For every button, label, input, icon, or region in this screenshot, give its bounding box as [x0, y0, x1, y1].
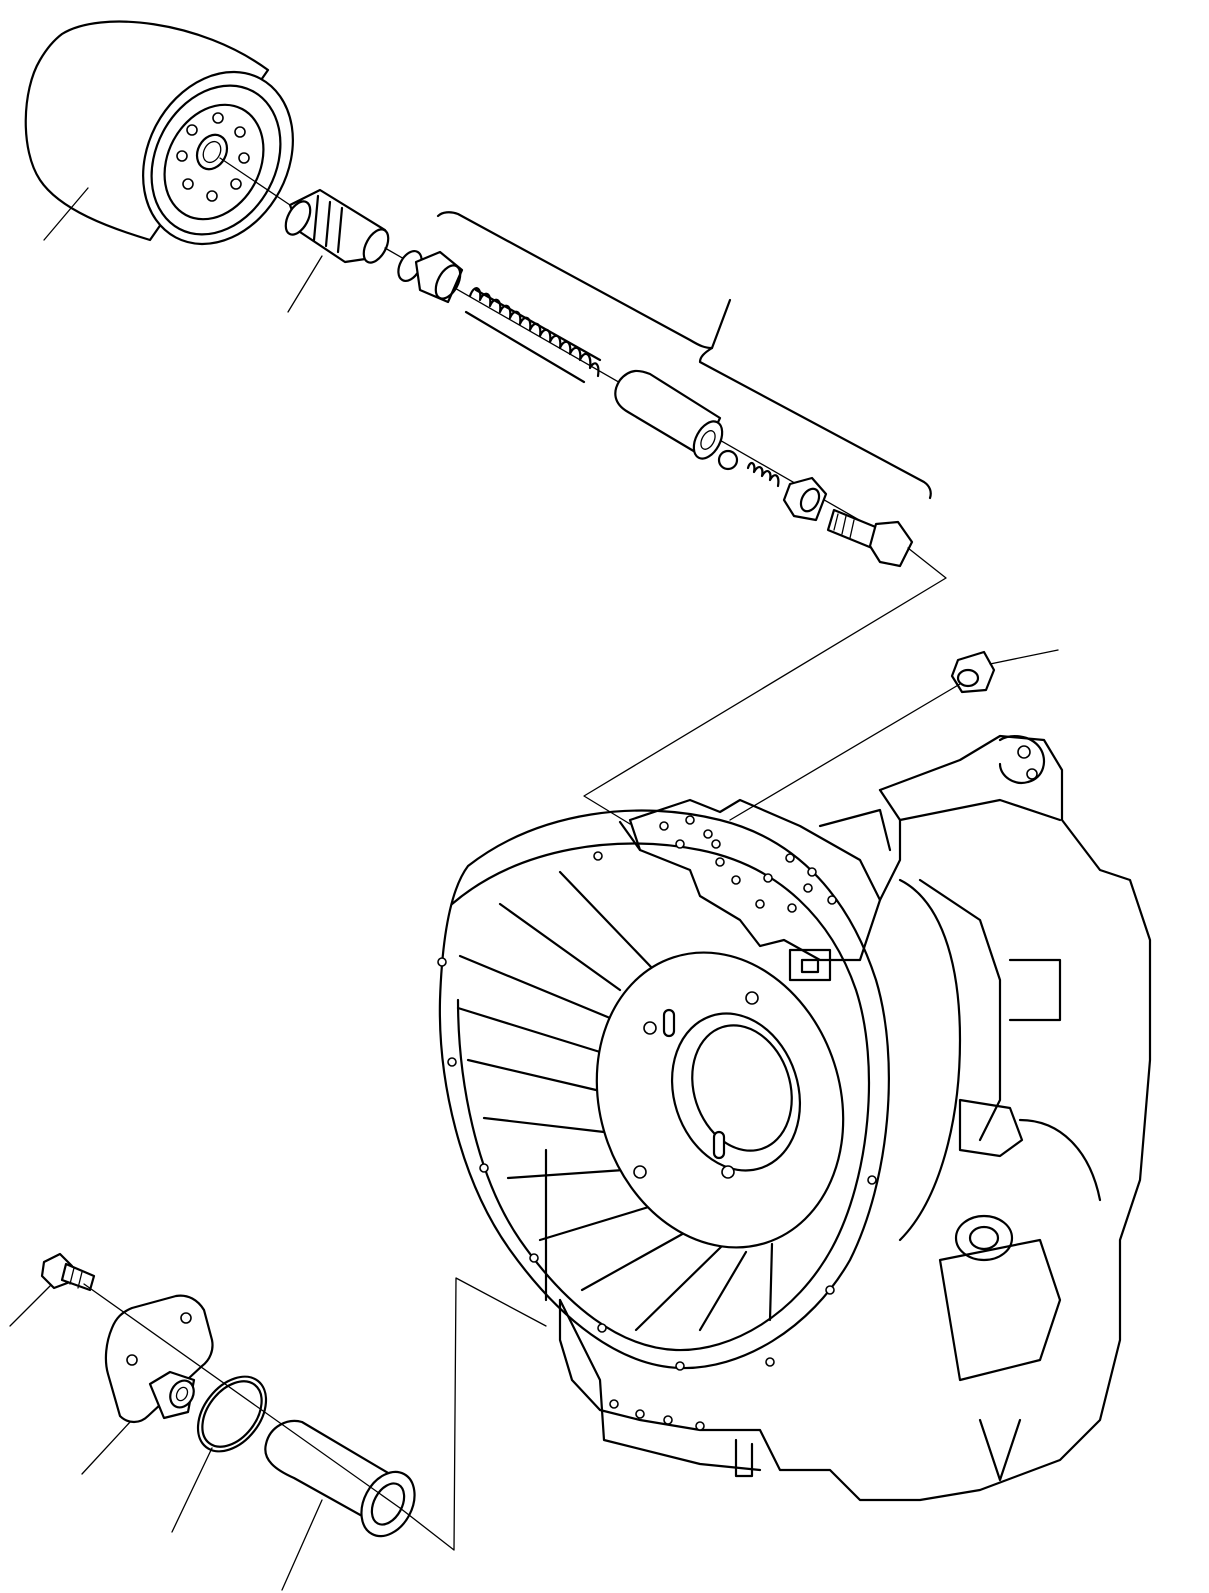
leader-nipple [287, 255, 323, 313]
o-ring [196, 1375, 268, 1453]
centerline-lower [83, 1283, 401, 1509]
centerline-valve-housing [583, 547, 947, 825]
drain-plug [950, 650, 996, 694]
strainer-sleeve [264, 1419, 416, 1538]
cover-plate [104, 1294, 214, 1424]
leader-sleeve [281, 1499, 323, 1591]
spring [464, 287, 602, 384]
relief-valve-assembly [397, 211, 932, 568]
filter-connector-nipple [284, 188, 390, 264]
leader-plug [989, 649, 1059, 665]
leader-plate [81, 1421, 131, 1475]
leader-bolt [9, 1285, 51, 1327]
centerline-filter [219, 157, 291, 206]
leader-oring [171, 1447, 213, 1533]
leader-filter [43, 187, 89, 241]
centerline-plug [729, 683, 961, 821]
oil-filter-cartridge [24, 20, 294, 246]
mounting-bolt [40, 1252, 96, 1292]
transmission-housing [437, 734, 1152, 1502]
centerline-lower-housing [399, 1277, 547, 1551]
